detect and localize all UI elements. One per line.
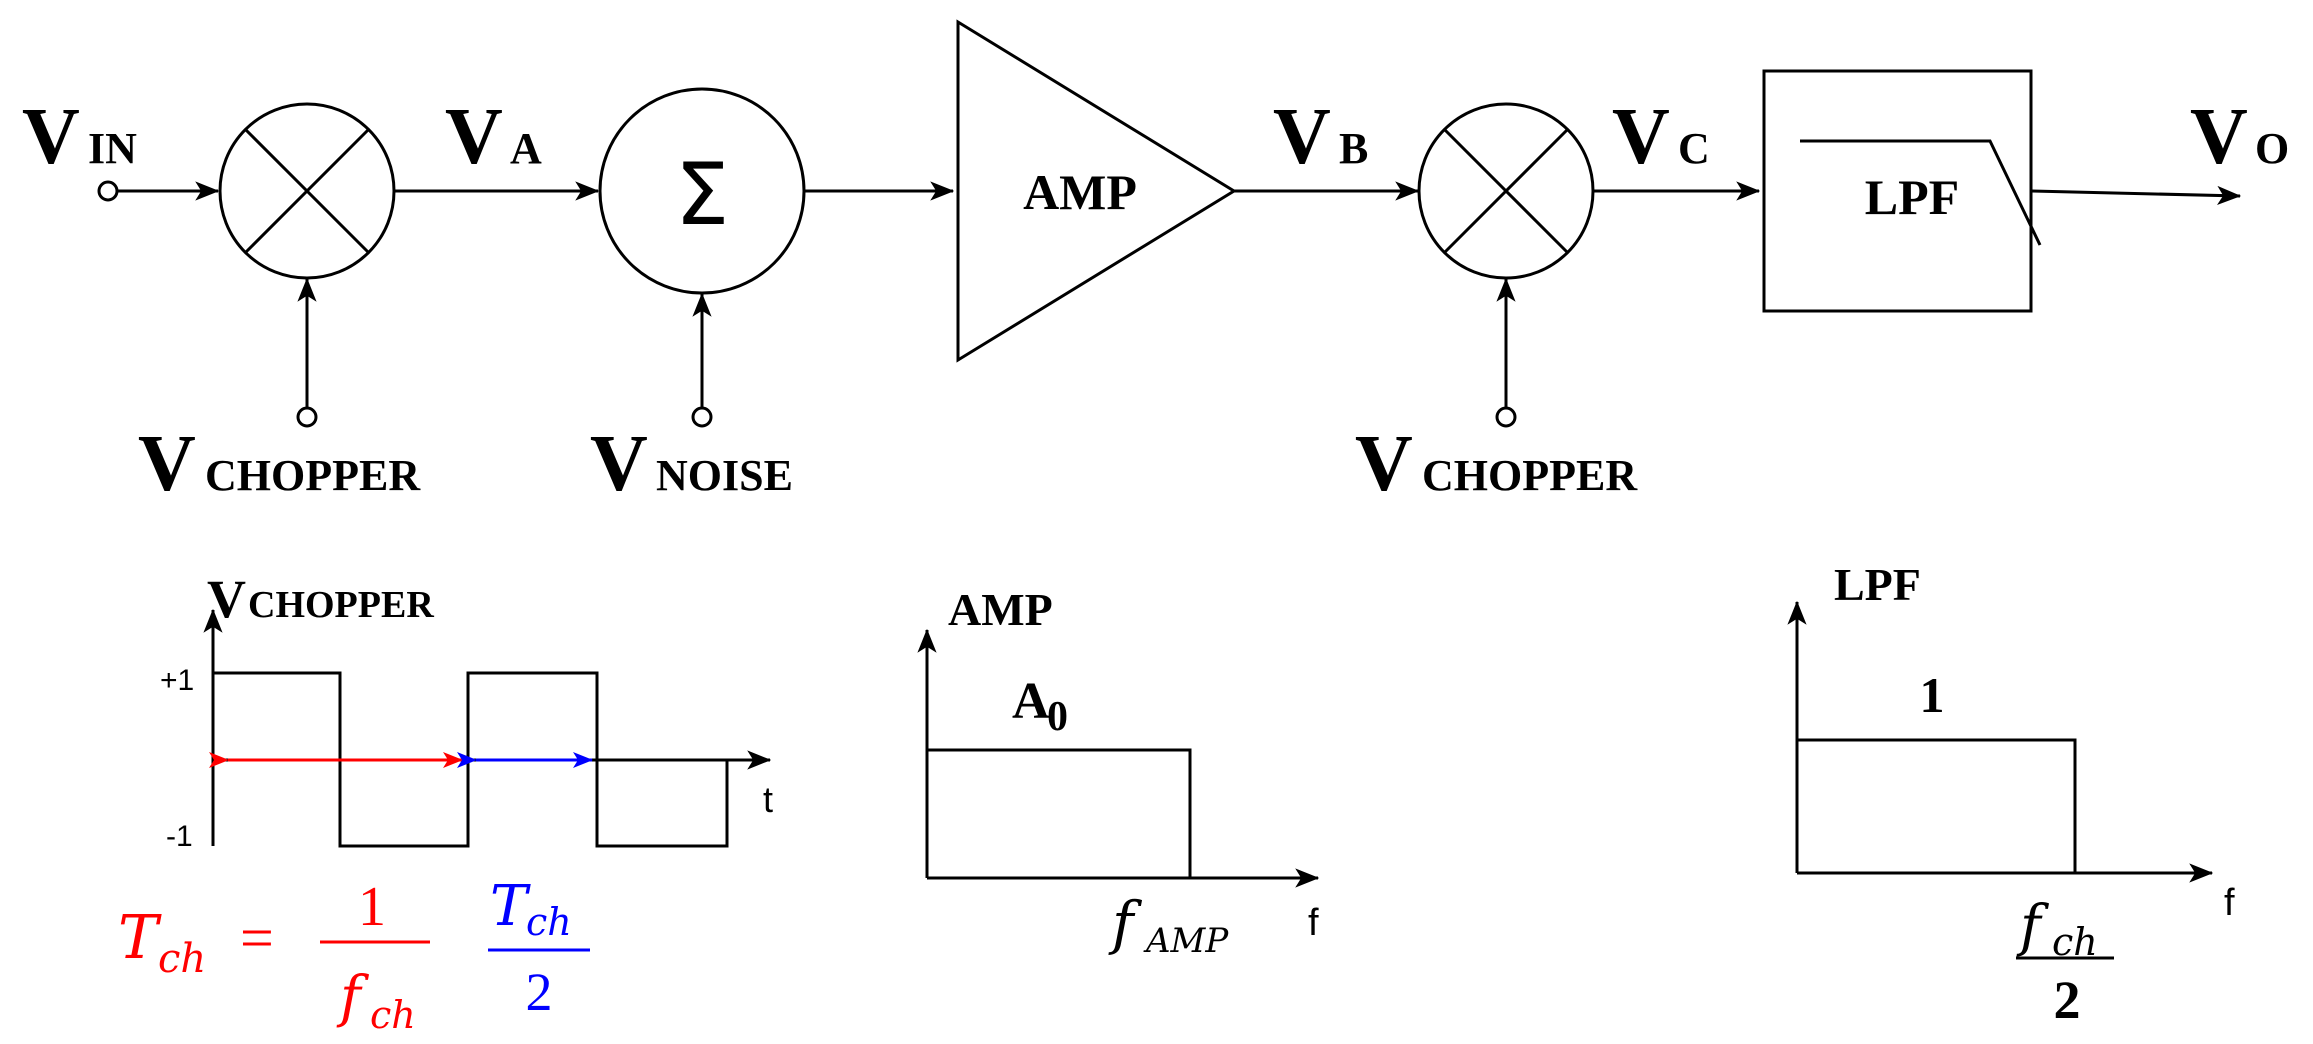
svg-text:V: V [1355,420,1413,508]
lpf-label: LPF [1865,169,1959,225]
amp-f-axis-label: f [1308,902,1319,944]
svg-text:2: 2 [2054,970,2081,1030]
svg-text:T: T [490,874,531,939]
amp-gain-label: A 0 [1012,673,1068,740]
svg-text:AMP: AMP [1143,921,1229,961]
vo-wire [2030,185,2242,206]
t-axis-label: t [763,779,773,820]
lpf-response-plot: LPF 1 f ch 2 f [1787,559,2235,1030]
vchopper2-terminal [1495,406,1517,428]
lpf-f-axis-label: f [2224,882,2235,924]
lpf-box [1762,69,2033,313]
lpf-gain-label: 1 [1920,667,1945,723]
tick-plus1: +1 [160,664,194,697]
period-formula: T ch = 1 f ch [118,876,430,1037]
lpf-response-icon [1800,139,2042,246]
tick-minus1: -1 [166,820,193,853]
vchopper1-terminal [296,406,318,428]
svg-text:f: f [2016,894,2050,959]
label-vo: V O [2190,93,2289,181]
lpf-plot-ylabel: LPF [1834,559,1921,610]
svg-text:A: A [510,124,542,173]
svg-text:V: V [590,420,648,508]
svg-text:CHOPPER: CHOPPER [205,451,421,500]
svg-text:f: f [336,965,370,1030]
svg-text:V: V [1612,93,1670,181]
label-vchopper-2: V CHOPPER [1355,420,1638,508]
svg-text:f: f [1108,889,1143,957]
amp-label: AMP [1023,164,1137,220]
mixer-1 [218,102,396,280]
svg-text:V: V [138,420,196,508]
lpf-cutoff-label: f ch 2 [2016,894,2114,1030]
label-vchopper-1: V CHOPPER [138,420,421,508]
svg-text:ch: ch [370,993,416,1037]
amp-response-plot: AMP A 0 f AMP f [917,584,1320,961]
svg-text:1: 1 [358,876,386,938]
svg-text:=: = [240,905,274,971]
svg-text:ch: ch [158,936,206,982]
svg-text:B: B [1339,124,1368,173]
amp-cutoff-label: f AMP [1108,889,1229,961]
svg-text:CHOPPER: CHOPPER [1422,451,1638,500]
vnoise-terminal [691,406,713,428]
svg-text:ch: ch [526,900,572,944]
amp-plot-ylabel: AMP [948,584,1053,635]
signal-chain [97,19,2242,428]
svg-text:2: 2 [526,962,553,1022]
chopper-plot-title: V CHOPPER [207,569,434,629]
svg-text:O: O [2255,124,2289,173]
svg-text:NOISE: NOISE [656,451,793,500]
svg-text:IN: IN [88,124,137,173]
chopper-square-wave [213,671,729,848]
svg-text:CHOPPER: CHOPPER [248,584,434,626]
amplifier-triangle [956,19,1237,363]
svg-text:V: V [2190,93,2248,181]
label-vin: V IN [22,93,137,181]
svg-text:V: V [207,569,246,629]
svg-text:T: T [118,903,162,973]
label-vb: V B [1273,93,1368,181]
half-period-formula: T ch 2 [488,874,590,1022]
label-va: V A [445,93,542,181]
svg-text:V: V [445,93,503,181]
chopper-waveform-plot: V CHOPPER +1 -1 t T ch = 1 f ch T ch 2 [118,569,773,1037]
sum-symbol: Σ [675,145,729,245]
lpf-response-curve [1797,738,2077,873]
svg-text:V: V [22,93,80,181]
svg-text:A: A [1012,673,1050,730]
label-vnoise: V NOISE [590,420,793,508]
mixer-2 [1417,102,1595,280]
label-vc: V C [1612,93,1710,181]
amp-response-curve [927,748,1192,878]
svg-text:C: C [1678,124,1710,173]
svg-text:0: 0 [1047,694,1068,740]
vin-terminal [97,180,119,202]
svg-text:V: V [1273,93,1331,181]
